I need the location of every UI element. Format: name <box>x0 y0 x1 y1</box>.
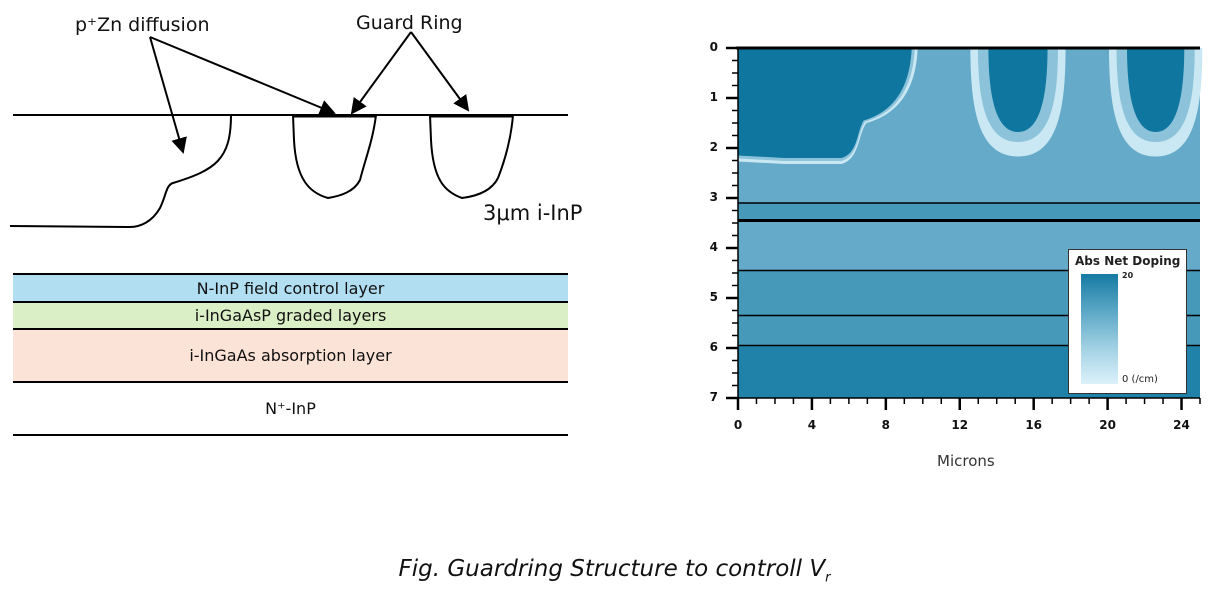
layer-divider <box>13 273 568 275</box>
guard-ring-1 <box>292 114 377 200</box>
x-tick-label: 0 <box>733 418 743 432</box>
x-tick-label: 20 <box>1099 418 1116 432</box>
layer-graded-label: i-InGaAsP graded layers <box>194 306 387 325</box>
layer-divider <box>13 301 568 303</box>
guard-ring-core <box>988 48 1048 132</box>
guard-ring-arrow-2 <box>410 31 470 112</box>
diffusion-arrow-2 <box>149 36 336 116</box>
cross-section-diagram <box>9 31 568 229</box>
x-tick-label: 12 <box>951 418 969 432</box>
layer-absorption: i-InGaAs absorption layer <box>13 329 568 382</box>
x-tick-label: 8 <box>881 418 890 432</box>
y-tick-label: 0 <box>709 40 718 54</box>
y-tick-label: 6 <box>709 340 718 354</box>
x-tick-label: 4 <box>807 418 817 432</box>
layer-substrate: N⁺-InP <box>13 382 568 435</box>
caption-text: Fig. Guardring Structure to controll V <box>398 556 826 582</box>
diffusion-core <box>738 48 912 158</box>
guard-ring-core <box>1127 48 1185 132</box>
legend-min-label: 0 (/cm) <box>1122 374 1158 385</box>
guard-ring-2 <box>429 114 514 200</box>
guard-ring-label: Guard Ring <box>356 12 463 34</box>
layer-absorption-label: i-InGaAs absorption layer <box>189 346 392 365</box>
y-tick-label: 3 <box>709 190 718 204</box>
x-tick-label: 24 <box>1173 418 1190 432</box>
layer-graded: i-InGaAsP graded layers <box>13 302 568 329</box>
y-tick-label: 2 <box>709 140 718 154</box>
legend-colorbar <box>1081 274 1118 384</box>
layer-field-control-label: N-InP field control layer <box>196 278 385 298</box>
legend-max-label: 20 <box>1122 271 1134 280</box>
layer-divider <box>13 434 568 436</box>
y-tick-label: 1 <box>709 90 718 104</box>
layer-divider <box>13 381 568 383</box>
diffusion-arrow-1 <box>149 36 187 154</box>
x-axis-title: Microns <box>937 452 995 470</box>
layer-substrate-label: N⁺-InP <box>265 399 316 418</box>
y-tick-label: 4 <box>709 240 718 254</box>
doping-layer <box>738 203 1200 221</box>
layer-divider <box>13 328 568 330</box>
guard-ring-arrow-1 <box>350 31 412 115</box>
doping-legend: Abs Net Doping 20 0 (/cm) <box>1068 249 1187 394</box>
inp-cap-label: 3μm i-InP <box>483 201 583 225</box>
diffusion-profile <box>9 114 232 229</box>
y-tick-label: 7 <box>709 390 718 404</box>
y-tick-label: 5 <box>709 290 718 304</box>
caption-subscript: r <box>825 570 831 586</box>
x-tick-label: 16 <box>1025 418 1043 432</box>
diffusion-label: p⁺Zn diffusion <box>75 14 210 36</box>
figure-caption: Fig. Guardring Structure to controll Vr <box>0 556 1229 586</box>
legend-title: Abs Net Doping <box>1075 254 1181 268</box>
layer-field-control: N-InP field control layer <box>13 274 568 302</box>
